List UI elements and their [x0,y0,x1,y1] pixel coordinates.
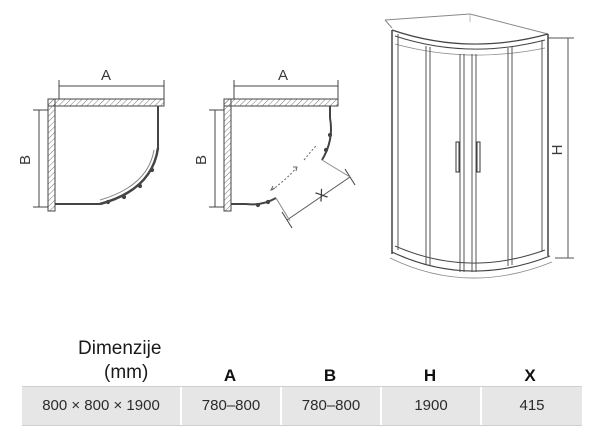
cell-a: 780–800 [180,387,280,425]
cell-model-size: 800 × 800 × 1900 [42,397,160,414]
roller [327,132,333,138]
column-header-x: X [524,366,536,385]
dimension-x-line [286,176,351,221]
wall-top [223,98,339,107]
roller [137,183,143,189]
handle-right [476,141,481,173]
curved-door-left [245,197,277,206]
wall-left [47,98,56,212]
open-arc [271,167,297,191]
roller [255,202,261,208]
wall-top [47,98,165,107]
plan2-label-b: B [193,155,210,165]
column-header-a: A [223,366,237,385]
roller [323,147,329,153]
plan2-label-x: X [313,186,331,206]
roller [121,194,127,200]
dimensions-heading: Dimenzije (mm) [78,337,188,385]
plan1-label-b: B [17,155,34,165]
elevation-label-h: H [549,145,566,156]
column-header-b: B [323,366,337,385]
plan1-label-a: A [101,67,111,84]
roller [149,167,155,173]
cell-x: 415 [480,387,582,425]
column-header-h: H [423,366,437,385]
plan-view-2 [209,80,356,229]
dimensions-unit: (mm) [104,362,149,383]
cell-b: 780–800 [280,387,380,425]
plan-view-1 [33,80,165,212]
roller [105,199,111,205]
curved-door-right [321,117,332,161]
curved-door [99,147,160,206]
handle-left [455,141,460,173]
dimensions-row: 800 × 800 × 1900 780–800 780–800 1900 41… [22,386,582,426]
bottom-tray [391,251,551,272]
plan2-label-a: A [278,67,288,84]
dimensions-title: Dimenzije [78,338,162,359]
roller [265,199,271,205]
cell-h: 1900 [380,387,480,425]
elevation-view [384,13,574,279]
technical-drawing: A B A B X [17,13,574,279]
wall-left [223,98,232,212]
top-track [391,29,549,45]
